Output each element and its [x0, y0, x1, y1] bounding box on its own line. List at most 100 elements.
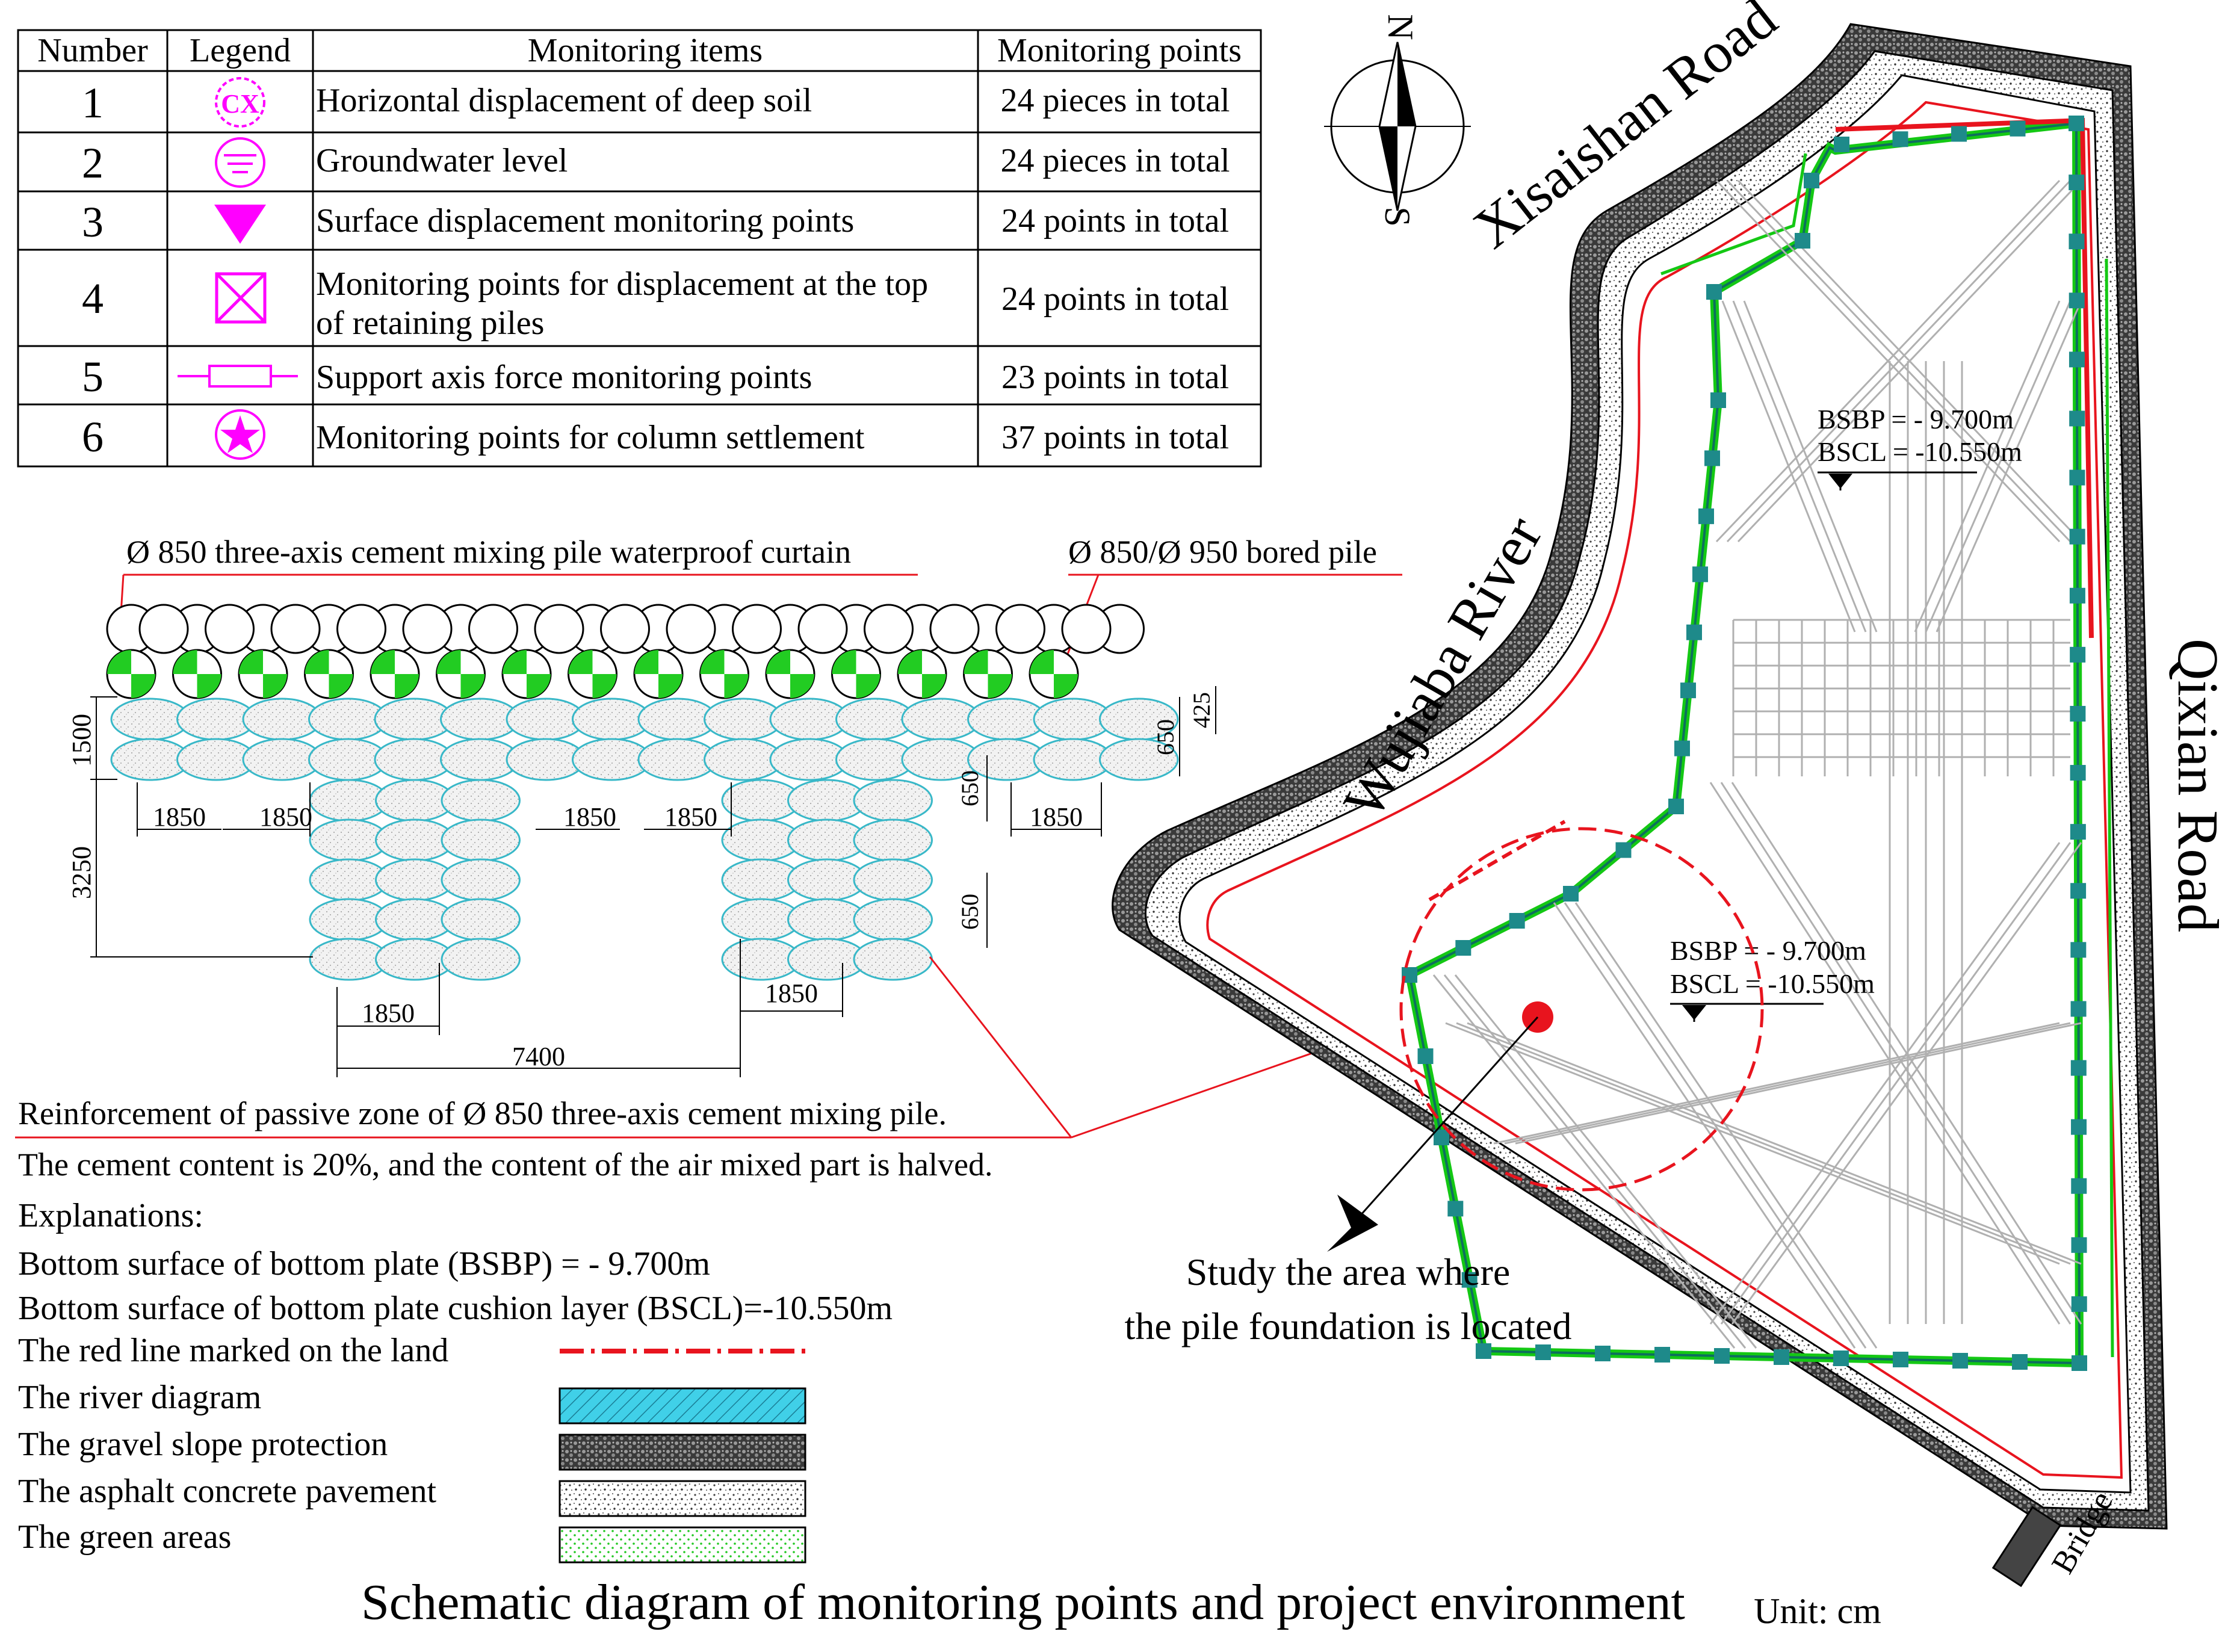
retaining-pile-marker [1461, 1272, 1478, 1288]
bored-pile [1029, 649, 1079, 699]
row-3-item: Surface displacement monitoring points [316, 202, 854, 240]
curtain-pile-circle [336, 604, 386, 654]
waterproof-curtain-piles [106, 604, 1145, 654]
legend-river-label: The river diagram [18, 1379, 261, 1416]
legend-green-label: The green areas [18, 1518, 231, 1556]
mixing-pile-cell [441, 858, 521, 902]
retaining-pile-marker [1692, 566, 1708, 583]
curtain-pile-circle [1061, 604, 1112, 654]
study-area-arrow-line [1359, 1016, 1539, 1216]
row-6-item: Monitoring points for column settlement [316, 419, 865, 456]
upper-bsbp-label: BSBP = - 9.700m [1818, 404, 2014, 435]
mixing-pile-cell [441, 818, 521, 862]
mixing-pile-cell [441, 779, 521, 822]
study-area-label-line-1: Study the area where [1186, 1251, 1510, 1293]
retaining-pile-marker [2070, 942, 2087, 958]
cement-mixing-blocks [110, 698, 1179, 981]
retaining-pile-marker [1951, 126, 1967, 142]
header-number: Number [37, 32, 148, 69]
bored-pile [568, 649, 617, 699]
retaining-pile-marker [1654, 1347, 1670, 1363]
row-2-item: Groundwater level [316, 142, 568, 179]
bridge-block [1991, 1506, 2062, 1588]
row-3-number: 3 [82, 198, 104, 246]
retaining-pile-marker [1535, 1344, 1551, 1360]
cx-icon-text: CX [221, 89, 259, 119]
retaining-pile-marker [1892, 131, 1908, 147]
retaining-pile-marker [2070, 1060, 2087, 1076]
site-map: Bridge Xisaishan Road Qixian Road Wujiab… [1112, 0, 2228, 1588]
table-item-column: Horizontal displacement of deep soil Gro… [316, 82, 928, 456]
row-1-points: 24 pieces in total [1000, 82, 1230, 119]
retaining-pile-marker [1595, 1346, 1611, 1361]
retaining-pile-marker [2069, 234, 2085, 250]
retaining-wall-inner [1408, 122, 2081, 1365]
retaining-pile-marker [1714, 1348, 1730, 1364]
unit-label: Unit: cm [1754, 1591, 1881, 1631]
mixing-pile-cell [1099, 738, 1179, 781]
row-4-item-line-2: of retaining piles [316, 305, 544, 342]
row-4-points: 24 points in total [1001, 280, 1229, 318]
legend-gravel-swatch [559, 1434, 806, 1471]
retaining-pile-marker [2069, 410, 2085, 427]
boxed-x-icon [215, 272, 267, 324]
dim-650-b: 650 [956, 894, 983, 930]
retaining-pile-marker [2070, 765, 2086, 781]
table-number-column: 1 2 3 4 5 6 [82, 79, 104, 461]
row-5-number: 5 [82, 353, 104, 401]
table-points-column: 24 pieces in total 24 pieces in total 24… [1000, 82, 1230, 456]
curtain-pile-circle [270, 604, 321, 654]
legend-asphalt-swatch [559, 1480, 806, 1517]
compass-south-label: S [1378, 206, 1417, 226]
bored-pile [172, 649, 222, 699]
section-block-leader [929, 956, 1072, 1138]
mixing-pile-cell [853, 779, 933, 822]
retaining-pile-marker [2070, 705, 2086, 722]
row-2-points: 24 pieces in total [1000, 142, 1230, 179]
red-land-line [1206, 101, 2123, 1479]
row-3-points: 24 points in total [1001, 202, 1229, 240]
legend-river-swatch [559, 1387, 806, 1425]
retaining-pile-marker [1455, 940, 1471, 956]
retaining-pile-marker [2069, 587, 2085, 604]
qixian-road-label: Qixian Road [2166, 639, 2228, 932]
retaining-pile-marker [2071, 1296, 2087, 1312]
dim-1850-f: 1850 [362, 998, 415, 1028]
elevation-marker-lower: BSBP = - 9.700m BSCL = -10.550m [1670, 935, 1875, 1022]
bored-pile [897, 649, 947, 699]
retaining-pile-marker [2069, 292, 2085, 309]
row-6-points: 37 points in total [1001, 419, 1229, 456]
curtain-pile-circle [864, 604, 914, 654]
bored-pile [436, 649, 486, 699]
mixing-pile-cell [853, 858, 933, 902]
dim-650-c: 650 [1152, 719, 1179, 755]
mixing-pile-cell [441, 898, 521, 941]
retaining-pile-marker [1710, 392, 1726, 408]
bored-pile [831, 649, 881, 699]
groundwater-level-icon [215, 137, 265, 188]
elevation-marker-upper: BSBP = - 9.700m BSCL = -10.550m [1818, 404, 2022, 490]
north-arrow-compass: N S [1324, 14, 1471, 227]
bored-pile-label: Ø 850/Ø 950 bored pile [1068, 534, 1377, 570]
retaining-pile-marker [2069, 116, 2084, 131]
retaining-pile-marker [1447, 1201, 1464, 1217]
dim-425: 425 [1188, 692, 1215, 728]
retaining-pile-marker [2070, 824, 2086, 840]
bored-piles [106, 649, 1079, 699]
mixing-pile-cell [853, 898, 933, 941]
retaining-pile-marker [1434, 1130, 1449, 1145]
bsbp-definition: Bottom surface of bottom plate (BSBP) = … [18, 1245, 710, 1282]
retaining-pile-marker [2012, 1354, 2028, 1370]
retaining-pile-marker [1680, 682, 1696, 699]
mixing-pile-cell [853, 818, 933, 862]
legend-asphalt-label: The asphalt concrete pavement [18, 1473, 436, 1510]
retaining-pile-markers [1402, 116, 2087, 1371]
dim-1500: 1500 [67, 714, 96, 767]
study-area-label-line-2: the pile foundation is located [1125, 1305, 1572, 1347]
cx-circle-icon: CX [215, 77, 265, 128]
row-6-number: 6 [82, 413, 104, 461]
explanations-heading: Explanations: [18, 1197, 203, 1234]
retaining-pile-marker [2070, 883, 2087, 899]
retaining-pile-marker [2071, 1237, 2087, 1253]
retaining-pile-marker [1834, 137, 1849, 152]
